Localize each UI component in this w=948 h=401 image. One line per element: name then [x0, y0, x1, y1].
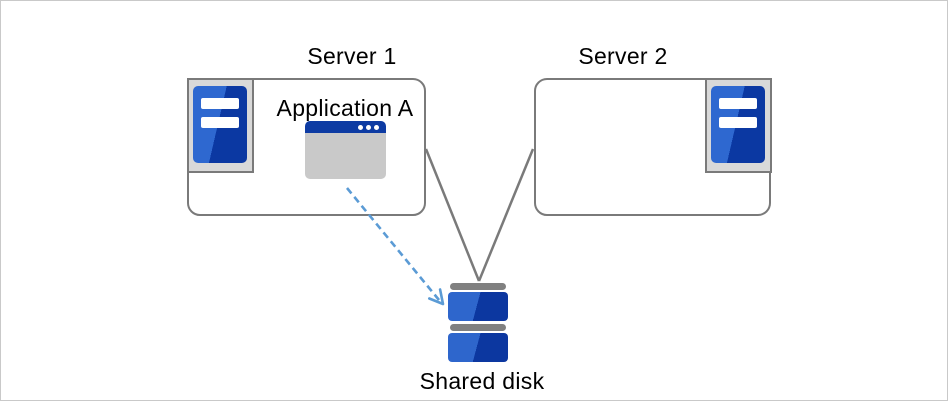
server-drive-bay: [201, 117, 239, 128]
server2-server-tower-icon: [705, 78, 772, 173]
connector-server1-to-disk: [424, 148, 481, 282]
disk-unit: [448, 292, 508, 321]
connector-server2-to-disk: [477, 148, 535, 282]
server-drive-bay: [719, 98, 757, 109]
window-titlebar: [305, 121, 386, 133]
server-tower-body: [711, 86, 765, 163]
disk-top-bar: [450, 283, 506, 290]
disk-middle-bar: [450, 324, 506, 331]
server2-label: Server 2: [578, 43, 668, 69]
window-dot-icon: [358, 124, 363, 130]
server1-server-tower-icon: [187, 78, 254, 173]
arrowhead-icon: [428, 288, 445, 306]
server1-label: Server 1: [307, 43, 397, 69]
application-window-icon: [305, 121, 386, 179]
window-dot-icon: [374, 124, 379, 130]
server-drive-bay: [719, 117, 757, 128]
application-a-label: Application A: [276, 95, 414, 121]
server-drive-bay: [201, 98, 239, 109]
window-dot-icon: [366, 124, 371, 130]
shared-disk-label: Shared disk: [419, 368, 545, 394]
disk-unit: [448, 333, 508, 362]
window-body: [305, 133, 386, 179]
server-tower-body: [193, 86, 247, 163]
shared-disk-icon: [448, 283, 508, 362]
